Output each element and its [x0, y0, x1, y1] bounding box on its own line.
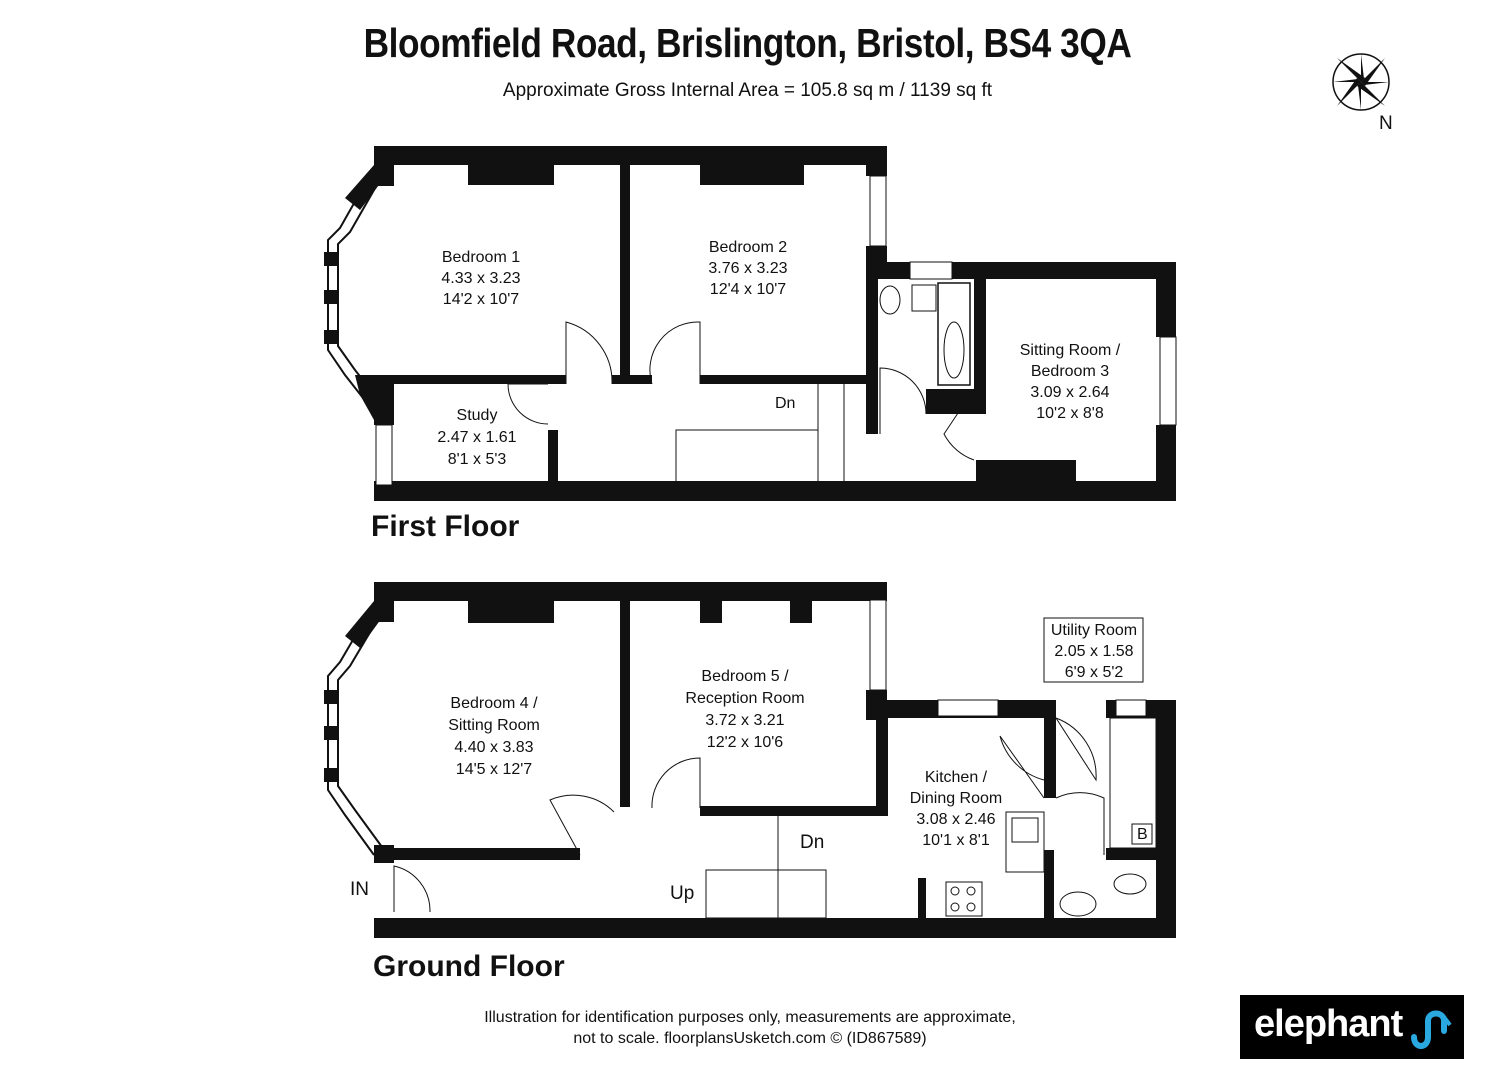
utility-name: Utility Room: [1051, 622, 1137, 639]
disclaimer: Illustration for identification purposes…: [0, 1007, 1495, 1049]
bedroom4-name2: Sitting Room: [448, 717, 540, 734]
entrance-label: IN: [350, 879, 369, 900]
utility-imperial: 6'9 x 5'2: [1065, 664, 1124, 681]
bedroom4-name: Bedroom 4 /: [450, 695, 538, 712]
sitting3-name2: Bedroom 3: [1031, 363, 1109, 380]
bedroom5-name: Bedroom 5 /: [701, 668, 789, 685]
bedroom5-name2: Reception Room: [685, 690, 804, 707]
study-imperial: 8'1 x 5'3: [448, 451, 507, 468]
elephant-logo: elephant: [1240, 995, 1464, 1059]
trunk-icon: [1411, 1010, 1452, 1049]
compass-icon: N: [1330, 52, 1395, 137]
bedroom5-imperial: 12'2 x 10'6: [707, 734, 783, 751]
kitchen-metric: 3.08 x 2.46: [916, 811, 995, 828]
kitchen-imperial: 10'1 x 8'1: [922, 832, 990, 849]
ground-floor-plan: [324, 582, 1176, 938]
ground-floor-label: Ground Floor: [373, 950, 565, 983]
bedroom4-metric: 4.40 x 3.83: [454, 739, 533, 756]
first-floor-room-labels: Bedroom 1 4.33 x 3.23 14'2 x 10'7 Bedroo…: [437, 239, 1120, 468]
bedroom1-metric: 4.33 x 3.23: [441, 270, 520, 287]
plan-title: Bloomfield Road, Brislington, Bristol, B…: [363, 20, 1132, 66]
ground-floor-stairs-up: Up: [670, 883, 694, 904]
sitting3-metric: 3.09 x 2.64: [1030, 384, 1109, 401]
compass-north-label: N: [1379, 113, 1393, 134]
first-floor-label: First Floor: [371, 510, 520, 543]
bedroom4-imperial: 14'5 x 12'7: [456, 761, 532, 778]
sitting3-name: Sitting Room /: [1020, 342, 1121, 359]
study-name: Study: [457, 407, 498, 424]
bedroom1-imperial: 14'2 x 10'7: [443, 291, 519, 308]
bedroom1-name: Bedroom 1: [442, 249, 520, 266]
logo-text: elephant: [1254, 1003, 1403, 1045]
bedroom2-metric: 3.76 x 3.23: [708, 260, 787, 277]
ground-floor-stairs-down: Dn: [800, 832, 824, 853]
kitchen-name2: Dining Room: [910, 790, 1002, 807]
disclaimer-line-2: not to scale. floorplansUsketch.com © (I…: [573, 1030, 927, 1047]
study-metric: 2.47 x 1.61: [437, 429, 516, 446]
first-floor-stairs-down: Dn: [775, 395, 795, 412]
gross-area: Approximate Gross Internal Area = 105.8 …: [502, 80, 993, 101]
utility-metric: 2.05 x 1.58: [1054, 643, 1133, 660]
boiler-label: B: [1137, 826, 1148, 843]
kitchen-name: Kitchen /: [925, 769, 988, 786]
bedroom5-metric: 3.72 x 3.21: [705, 712, 784, 729]
sitting3-imperial: 10'2 x 8'8: [1036, 405, 1104, 422]
first-floor-plan: [324, 146, 1177, 501]
bedroom2-imperial: 12'4 x 10'7: [710, 281, 786, 298]
disclaimer-line-1: Illustration for identification purposes…: [484, 1009, 1016, 1026]
ground-floor-room-labels: Bedroom 4 / Sitting Room 4.40 x 3.83 14'…: [350, 617, 1148, 904]
bedroom2-name: Bedroom 2: [709, 239, 787, 256]
